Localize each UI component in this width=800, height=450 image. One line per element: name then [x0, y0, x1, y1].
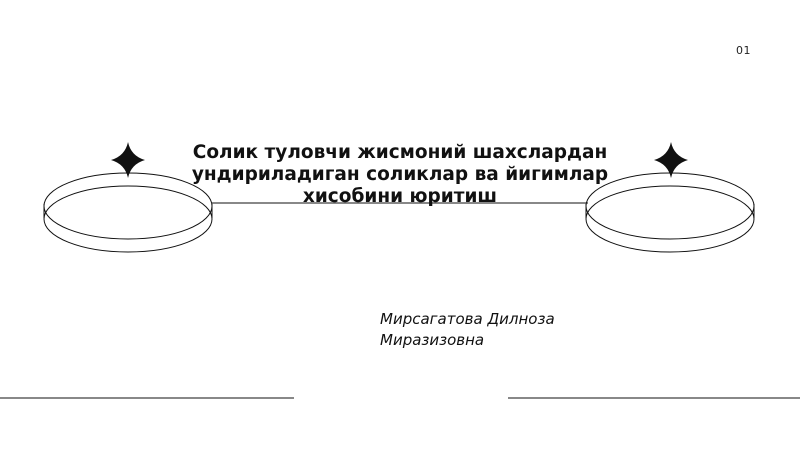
left-ring-inner	[43, 185, 213, 253]
right-sparkle-icon	[654, 142, 688, 178]
slide-title-line: Солик туловчи жисмоний шахслардан	[192, 142, 608, 163]
author-name-line: Мирсагатова Дилноза	[380, 310, 555, 328]
slide-title-line: ундириладиган соликлар ва йигимлар	[191, 164, 609, 185]
slide-title: Солик туловчи жисмоний шахслардан ундири…	[180, 142, 620, 208]
page-number: 01	[736, 44, 751, 57]
author-name: Мирсагатова Дилноза Миразизовна	[380, 309, 555, 351]
author-name-line: Миразизовна	[380, 331, 485, 349]
right-ring-inner	[585, 185, 755, 253]
slide-title-line: хисобини юритиш	[302, 186, 498, 207]
left-sparkle-icon	[111, 142, 145, 178]
